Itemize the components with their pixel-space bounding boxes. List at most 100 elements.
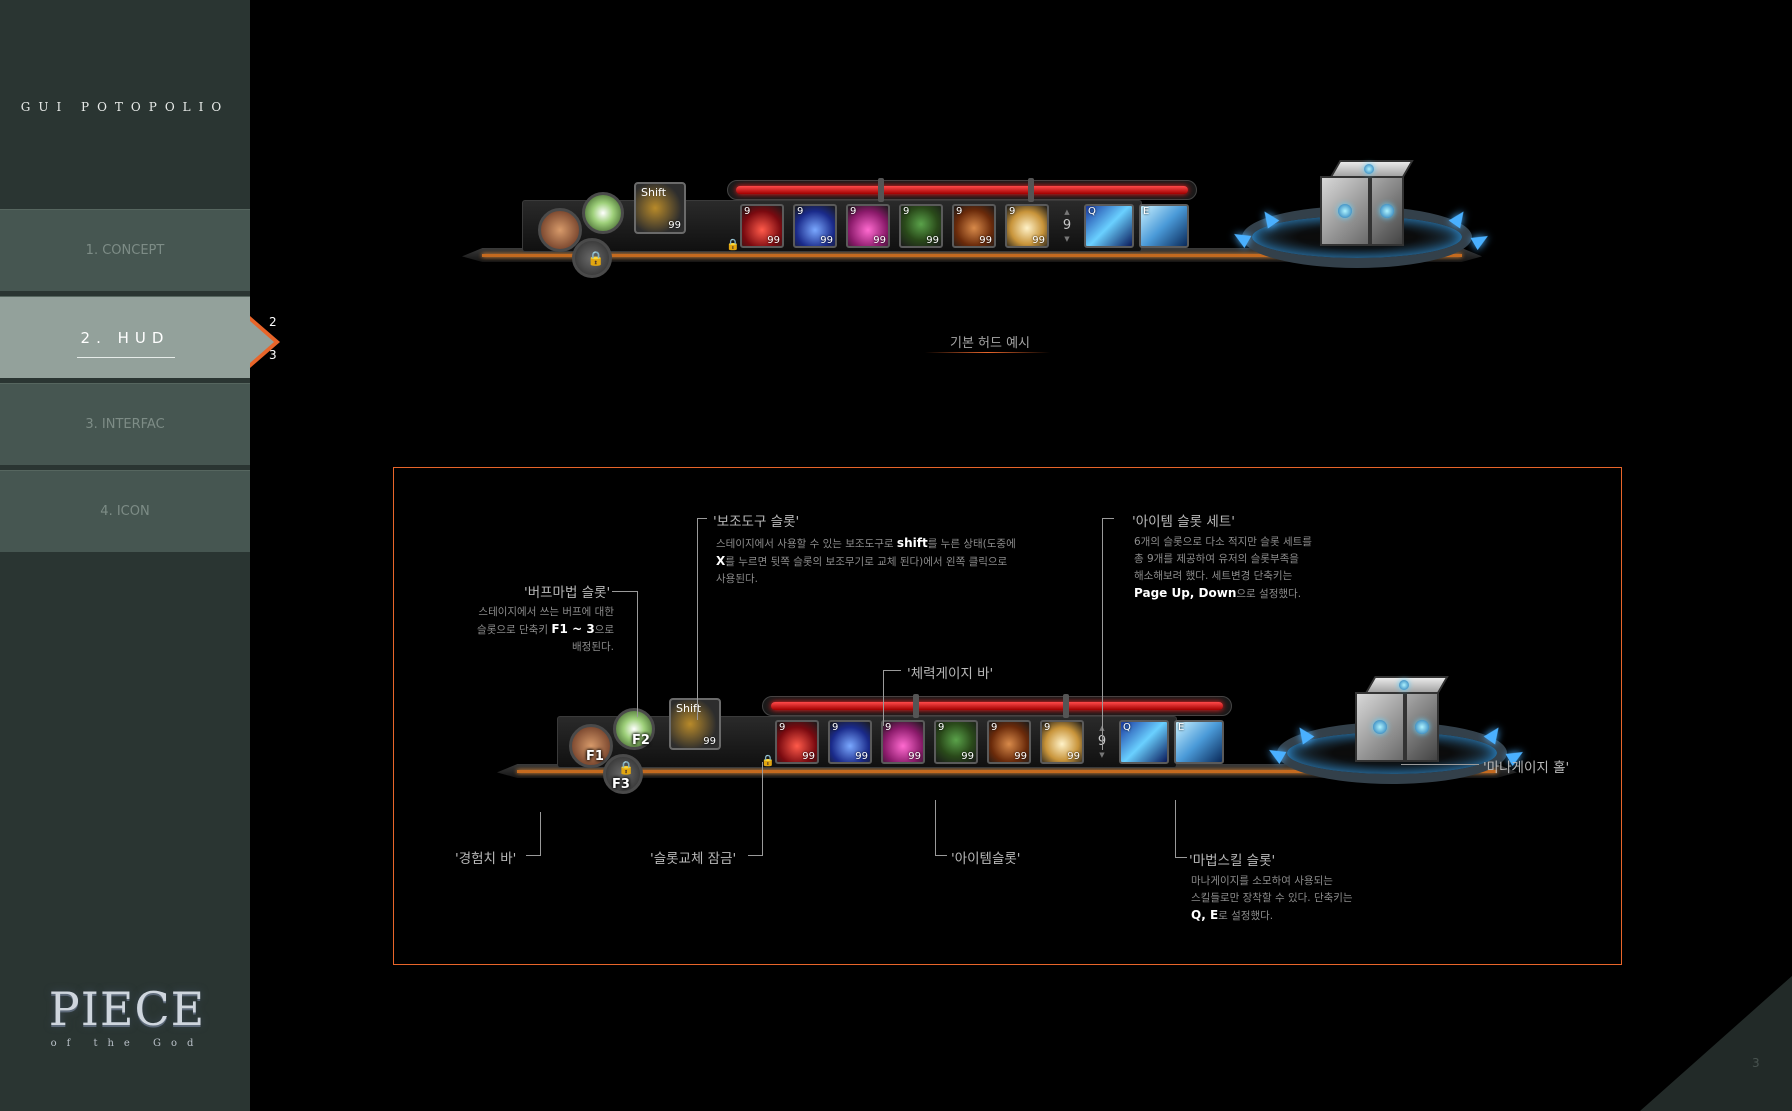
skill-slot-e[interactable]: E <box>1174 720 1224 764</box>
sidebar: GUI POTOPOLIO 1. CONCEPT 2. HUD 3. INTER… <box>0 0 250 1111</box>
hp-divider <box>1063 694 1069 718</box>
annotation-skill-desc: 마나게이지를 소모하여 사용되는 스킬들로만 장착할 수 있다. 단축키는 Q,… <box>1191 873 1421 925</box>
set-down-icon: ▼ <box>1099 751 1105 759</box>
brand-title: GUI POTOPOLIO <box>20 100 230 114</box>
annotation-lock-title: '슬롯교체 잠금' <box>650 851 737 867</box>
sub-tool-slot[interactable]: Shift 99 <box>669 698 721 750</box>
annotation-line <box>526 855 541 856</box>
slot-count: 99 <box>1014 751 1027 762</box>
buff-orb-1[interactable] <box>538 208 582 252</box>
nav-item-interface[interactable]: 3. INTERFAC <box>0 383 250 465</box>
buff-orb-2[interactable] <box>582 192 624 234</box>
annotation-line <box>883 670 884 726</box>
slot-key: 9 <box>938 722 945 733</box>
buff-desc-line: 스테이지에서 쓰는 버프에 대한 <box>478 606 614 618</box>
buff-orb-locked[interactable]: 🔒 F3 <box>603 754 643 794</box>
nav-item-hud[interactable]: 2. HUD <box>0 296 250 378</box>
set-up-icon: ▲ <box>1095 724 1109 733</box>
skill-slot-q[interactable]: Q <box>1119 720 1169 764</box>
hp-fill <box>771 702 1223 710</box>
slot-count: 99 <box>926 235 939 246</box>
subtool-desc-hotkey: X <box>716 554 726 568</box>
hp-fill <box>736 186 1188 194</box>
slot-key: 9 <box>850 206 857 217</box>
exp-bar <box>482 254 1462 257</box>
set-up-icon: ▲ <box>1064 208 1070 216</box>
subtool-desc-line: 를 누른 상태(도중에 <box>927 538 1016 550</box>
slot-count: 99 <box>855 751 868 762</box>
annotation-line <box>637 591 638 717</box>
caption-underline <box>925 352 1050 353</box>
hp-bar <box>762 694 1232 718</box>
annotation-itemset-desc: 6개의 슬롯으로 다소 적지만 슬롯 세트를 총 9개를 제공하여 유저의 슬롯… <box>1134 534 1354 603</box>
gem-icon <box>1380 204 1394 218</box>
slot-key: 9 <box>903 206 910 217</box>
slot-count: 99 <box>873 235 886 246</box>
sub-tool-slot[interactable]: Shift 99 <box>634 182 686 234</box>
game-logo: PIECE of the God <box>42 986 212 1049</box>
skill-key: E <box>1143 206 1150 217</box>
skill-key: Q <box>1123 722 1131 733</box>
nav-item-label: 3. INTERFAC <box>85 417 165 432</box>
annotation-mana-title: '마나게이지 홀' <box>1483 760 1570 776</box>
nav-item-label: 4. ICON <box>100 504 150 519</box>
annotation-itemslot-title: '아이템슬롯' <box>951 851 1021 867</box>
page-number: 3 <box>1752 1056 1760 1070</box>
hud-caption: 기본 허드 예시 <box>949 336 1031 351</box>
slot-key: 9 <box>744 206 751 217</box>
nav-item-label: 2. HUD <box>80 328 170 347</box>
skill-slot-e[interactable]: E <box>1139 204 1189 248</box>
lock-icon: 🔒 <box>587 251 605 267</box>
gem-icon <box>1399 680 1409 690</box>
itemset-desc-line: 6개의 슬롯으로 다소 적지만 슬롯 세트를 <box>1134 536 1312 548</box>
slot-key: 9 <box>956 206 963 217</box>
annotated-hud-frame <box>393 467 1622 965</box>
sub-page-3[interactable]: 3 <box>269 348 277 362</box>
subtool-desc-hotkey: shift <box>896 536 928 550</box>
skill-slot-q[interactable]: Q <box>1084 204 1134 248</box>
annotation-line <box>612 591 638 592</box>
slot-key: 9 <box>991 722 998 733</box>
set-number: 9 <box>1062 218 1072 233</box>
logo-title: PIECE <box>48 982 206 1036</box>
skill-key: E <box>1178 722 1185 733</box>
slot-key: 9 <box>885 722 892 733</box>
slot-lock-icon[interactable]: 🔒 <box>761 754 775 767</box>
subtool-desc-line: 스테이지에서 사용할 수 있는 보조도구로 <box>716 538 894 550</box>
buff-orb-1[interactable]: F1 <box>569 724 613 768</box>
annotation-exp-title: '경험치 바' <box>455 851 517 867</box>
annotation-line <box>1175 857 1187 858</box>
nav-item-icon[interactable]: 4. ICON <box>0 470 250 552</box>
annotation-line <box>1102 518 1103 750</box>
gem-icon <box>1415 720 1429 734</box>
gem-icon <box>1364 164 1374 174</box>
nav-active-underline <box>77 357 175 358</box>
hp-divider <box>878 178 884 202</box>
slot-count: 99 <box>802 751 815 762</box>
set-indicator[interactable]: ▲ 9 ▼ <box>1060 208 1074 246</box>
buff-orb-locked[interactable]: 🔒 <box>572 238 612 278</box>
slot-key: 9 <box>832 722 839 733</box>
slot-key: 9 <box>797 206 804 217</box>
slot-lock-icon[interactable]: 🔒 <box>726 238 740 251</box>
slot-count: 99 <box>820 235 833 246</box>
buff-orb-2[interactable]: F2 <box>613 708 655 750</box>
lock-icon: 🔒 <box>618 761 635 776</box>
buff-desc-hotkey: F1 ~ 3 <box>551 622 595 636</box>
itemset-desc-line: 총 9개를 제공하여 유저의 슬롯부족을 <box>1134 553 1299 565</box>
sub-page-2[interactable]: 2 <box>269 315 277 329</box>
nav-item-concept[interactable]: 1. CONCEPT <box>0 209 250 291</box>
